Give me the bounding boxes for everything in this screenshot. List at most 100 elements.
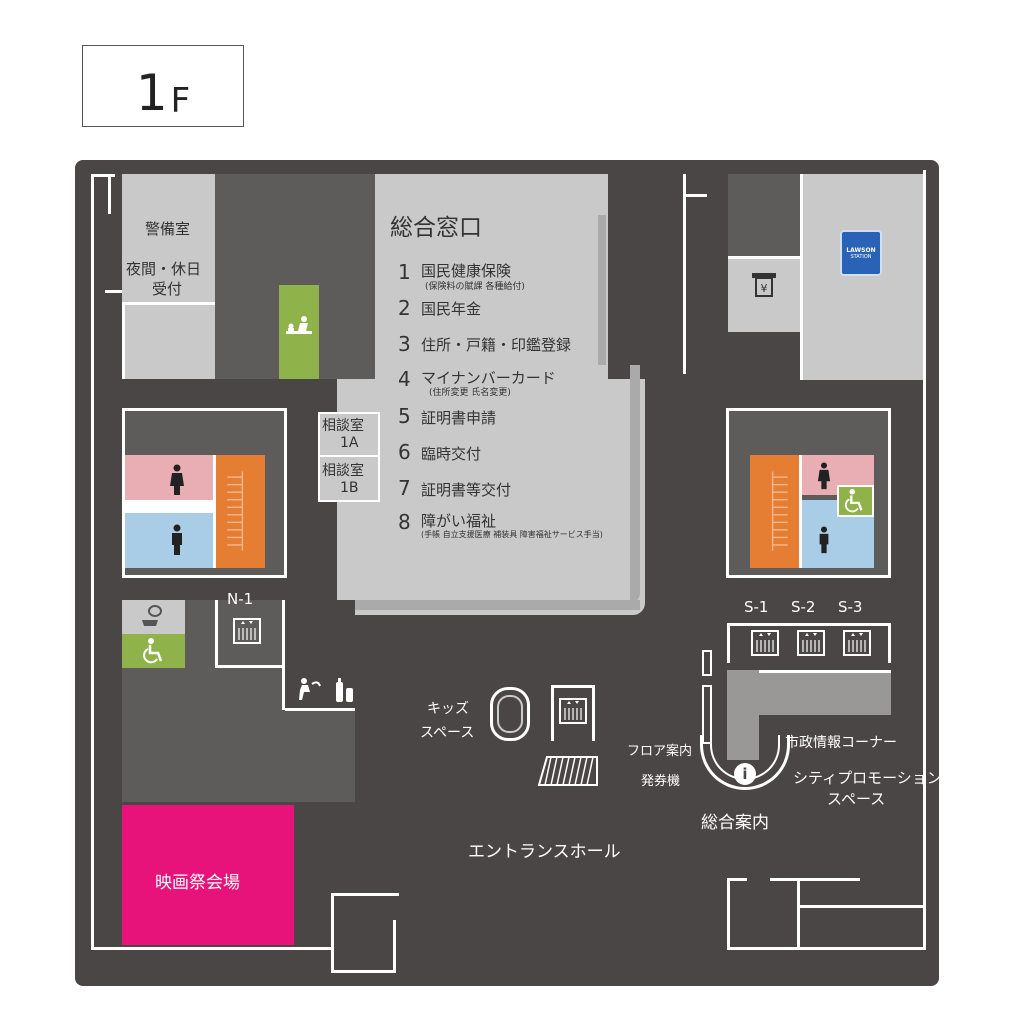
entrance-wall-top-left [331, 893, 371, 896]
restroom-men-left [125, 513, 213, 568]
svg-text:¥: ¥ [761, 282, 768, 295]
atm-room [728, 256, 800, 332]
counter-rail-top [598, 215, 606, 365]
br-partition-1-top [727, 878, 747, 881]
restroom-men-icon [167, 523, 187, 557]
consult-room-1a [318, 412, 380, 457]
counter-item-3-num: 3 [398, 332, 411, 356]
s-elev-wall-top [727, 623, 891, 626]
right-wall-stub [685, 194, 707, 197]
outer-wall-right [923, 170, 926, 950]
security-label: 警備室 [145, 220, 191, 238]
counter-item-2-label: 国民年金 [421, 300, 482, 318]
central-elev-right [592, 685, 595, 741]
left-lower-step [285, 708, 355, 711]
accessible-icon [140, 636, 168, 666]
film-festival-label: 映画祭会場 [155, 873, 240, 893]
counter-item-5-num: 5 [398, 404, 411, 428]
floor-map: 警備室 夜間・休日 受付 総合窓口 1 国民健康保険 (保険料の賦課 各種給付)… [75, 160, 939, 986]
stairs-right [750, 455, 802, 568]
stairs-left [213, 455, 265, 568]
consult-room-1a-label-2: 1A [340, 435, 359, 451]
counter-area [337, 379, 645, 615]
floor-guide-label-1: フロア案内 [627, 744, 693, 759]
counter-item-4-num: 4 [398, 367, 411, 391]
counter-item-3-label: 住所・戸籍・印鑑登録 [421, 336, 572, 354]
s-elev-wall-right [888, 623, 891, 663]
elevator-icon [843, 630, 871, 656]
consult-room-1b [318, 457, 380, 502]
counter-item-2-num: 2 [398, 296, 411, 320]
n1-wall-left [215, 600, 218, 667]
counter-rail-bottom [337, 600, 640, 610]
city-promotion-label-1: シティプロモーション [793, 769, 939, 787]
lawson-logo-line1: LAWSON [846, 246, 876, 254]
inner-wall-left-stub-3 [105, 290, 133, 293]
kids-space-inner [497, 695, 523, 733]
n1-wall-bottom [215, 665, 285, 668]
br-partition-1 [727, 878, 730, 950]
atm-icon: ¥ [747, 268, 781, 302]
stairs-icon [771, 471, 788, 551]
restroom-divider-left [125, 500, 213, 513]
elevator-icon [559, 698, 587, 724]
counter-item-1-sub: (保険料の賦課 各種給付) [425, 282, 525, 292]
bottle-icon [330, 675, 358, 705]
kids-space-label-2: スペース [420, 725, 475, 741]
counter-item-4-sub: (住所変更 氏名変更) [429, 388, 511, 398]
security-room [122, 174, 215, 302]
counter-item-1-num: 1 [398, 260, 411, 284]
info-icon: i [734, 763, 756, 785]
counter-item-6-num: 6 [398, 440, 411, 464]
elevator-s2-label: S-2 [791, 598, 816, 616]
film-festival-venue [122, 805, 294, 945]
outer-wall-top-left [91, 174, 115, 177]
counter-title: 総合窓口 [390, 215, 482, 241]
elevator-icon [233, 618, 261, 644]
restroom-men-icon [815, 524, 833, 556]
stairs-icon [227, 471, 244, 551]
upper-right-room [728, 174, 800, 256]
outer-wall-bottom-left [91, 947, 331, 950]
restroom-women-left [125, 455, 213, 500]
elevator-s3-label: S-3 [838, 598, 863, 616]
entrance-wall-top-right [369, 893, 399, 896]
entrance-hall-label: エントランスホール [468, 842, 621, 862]
accessible-restroom-right [837, 485, 874, 517]
counter-rail-right [630, 365, 640, 603]
city-info-label: 市政情報コーナー [785, 735, 897, 751]
lawson-station-room [800, 174, 923, 380]
outer-wall-left [91, 174, 94, 950]
counter-item-7-label: 証明書等交付 [421, 481, 512, 499]
br-partition-2 [797, 878, 800, 950]
elevator-icon [751, 630, 779, 656]
counter-item-4-label: マイナンバーカード [421, 369, 556, 387]
lawson-logo: LAWSON STATION [840, 230, 882, 276]
entrance-wall-bottom [331, 970, 396, 973]
ostomate-icon [137, 603, 165, 629]
kids-space-area [490, 687, 530, 741]
night-reception-area [122, 302, 215, 379]
floor-number: 1 [135, 64, 168, 122]
inner-wall-left-stub [108, 174, 111, 214]
counter-item-6-label: 臨時交付 [421, 445, 482, 463]
floor-suffix: F [170, 81, 191, 121]
br-partition-2-top [770, 878, 860, 881]
city-promotion-label-2: スペース [827, 790, 886, 808]
counter-item-8-num: 8 [398, 510, 411, 534]
consult-room-1b-label-1: 相談室 [322, 463, 364, 479]
counter-area-top [375, 174, 608, 379]
consult-room-1a-label-1: 相談室 [322, 418, 364, 434]
inner-wall-right-top [683, 174, 686, 374]
outer-wall-bottom-right [727, 947, 926, 950]
stairs-icon [537, 756, 598, 786]
consult-room-1b-label-2: 1B [340, 480, 359, 496]
elevator-s1-label: S-1 [744, 598, 769, 616]
floor-guide-stand-1 [702, 650, 712, 676]
lawson-logo-line2: STATION [850, 253, 872, 260]
central-stairs [537, 755, 599, 787]
night-reception-label-2: 受付 [152, 280, 183, 298]
br-partition-3 [797, 905, 923, 908]
left-lower-notch [285, 600, 355, 710]
entrance-wall-right [393, 920, 396, 973]
